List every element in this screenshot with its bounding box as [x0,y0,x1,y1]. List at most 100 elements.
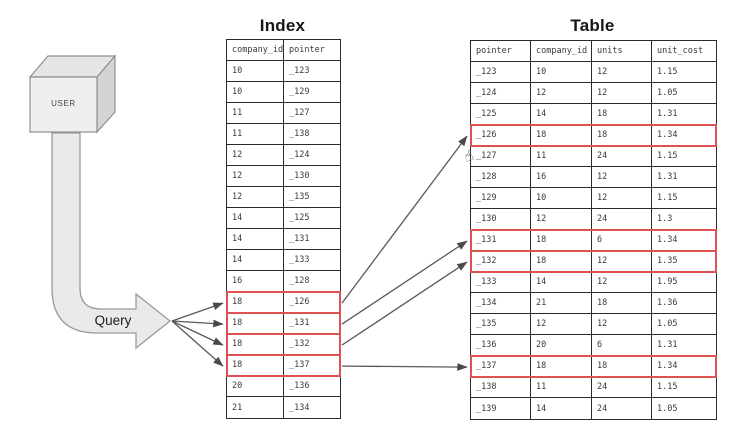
cell: _131 [471,230,531,250]
cell: 1.31 [657,109,678,119]
cell: 12 [592,188,652,208]
cell: 21 [531,293,592,313]
cell: 1.3 [657,214,673,224]
cell: _127 [289,108,310,118]
index-title: Index [259,16,306,35]
query-label: Query [94,313,132,328]
table-row: 21 _134 [227,397,340,418]
cell: 18 [592,356,652,376]
cell: 12 [592,251,652,271]
cell: 1.05 [657,319,678,329]
cell: 18 [531,251,592,271]
header-cell: company_id [531,41,592,61]
cell: _127 [471,146,531,166]
cell: 18 [531,125,592,145]
table-row: 14_131 [227,229,340,250]
cell: _123 [471,62,531,82]
cell: 12 [592,272,652,292]
table-row: 18 _132 [226,333,341,356]
header-cell: pointer [471,41,531,61]
cell: 1.34 [657,361,678,371]
cell: _131 [289,234,310,244]
cell: 14 [531,104,592,124]
cell: 21 [227,397,284,418]
cell: 11 [531,146,592,166]
cell: _135 [471,314,531,334]
cell: _132 [471,251,531,271]
cell: 12 [592,62,652,82]
cell: 10 [531,188,592,208]
header-cell: pointer [289,45,325,55]
header-cell: unit_cost [657,46,704,56]
cell: _133 [289,255,310,265]
header-cell: company_id [227,40,284,60]
cell: 18 [592,293,652,313]
cell: 1.15 [657,67,678,77]
cell: _123 [289,66,310,76]
cell: _134 [289,402,310,413]
cell: 24 [592,377,652,397]
cell: 1.15 [657,151,678,161]
cell: 12 [592,314,652,334]
cell: _125 [471,104,531,124]
table-row: 18_126 [226,291,341,314]
cell: _129 [471,188,531,208]
cell: 18 [592,104,652,124]
cell: 12 [227,145,284,165]
cell: 12 [227,166,284,186]
cell: 1.34 [657,235,678,245]
header-cell: units [592,41,652,61]
cell: 24 [592,209,652,229]
cell: 12 [531,83,592,103]
cell: 14 [227,250,284,270]
table-row: 11 _127 [227,103,340,124]
link-arrow [341,261,468,346]
cell: _132 [289,339,310,349]
cell: 18 [227,292,284,312]
cell: 1.15 [657,382,678,392]
cell: _126 [471,125,531,145]
cell: 14 [531,398,592,419]
cell: 14 [227,208,284,228]
cell: 20 [227,376,284,396]
table-row: 12_130 [227,166,340,187]
cell: _136 [471,335,531,355]
cell: 1.31 [657,172,678,182]
link-arrow [171,319,224,328]
cell: 11 [227,103,284,123]
cell: _124 [471,83,531,103]
cell: _139 [471,398,531,419]
cell: 12 [592,83,652,103]
cell: 1.15 [657,193,678,203]
cell: 18 [592,125,652,145]
cell: 10 [227,61,284,81]
table-row: 14_125 [227,208,340,229]
cell: 10 [227,82,284,102]
cube-icon [28,54,117,134]
link-arrow [171,320,224,346]
link-arrow [171,320,224,367]
cell: 18 [227,334,284,354]
table-row: 20_136 [227,376,340,397]
cell: 20 [531,335,592,355]
cell: 6 [592,335,652,355]
link-arrow [341,135,468,304]
cell: 6 [592,230,652,250]
cell: 1.31 [657,340,678,350]
cell: 12 [592,167,652,187]
